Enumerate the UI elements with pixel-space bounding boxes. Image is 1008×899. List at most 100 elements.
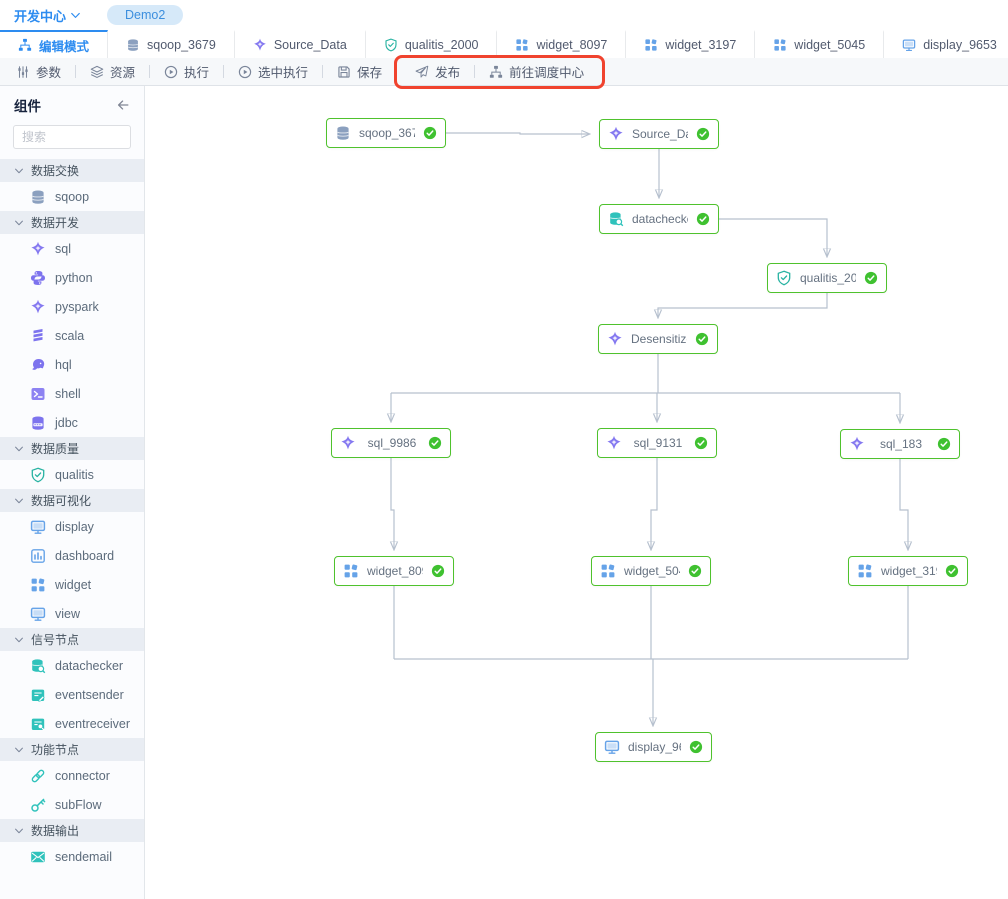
monitor-icon [30,606,46,622]
spark-star-icon [606,435,622,451]
tab-display-9653[interactable]: display_9653 [884,30,1008,58]
success-check-icon [864,271,878,285]
button-label: 发布 [435,66,461,80]
component-item-widget[interactable]: widget [0,570,144,599]
shield-check-icon [30,467,46,483]
node-datachecker[interactable]: datachecker... [599,204,719,234]
node-label: datachecker... [632,212,688,226]
item-label: hql [55,357,72,372]
tab-widget-3197[interactable]: widget_3197 [626,30,756,58]
jdbc-database-icon [30,415,46,431]
save-button[interactable]: 保存 [327,58,392,86]
node-sql-9986[interactable]: sql_9986 [331,428,451,458]
success-check-icon [689,740,703,754]
sliders-icon [16,65,30,79]
node-widget-3197[interactable]: widget_3197 [848,556,968,586]
node-widget-5045[interactable]: widget_5045 [591,556,711,586]
node-widget-8097[interactable]: widget_8097 [334,556,454,586]
project-badge[interactable]: Demo2 [107,5,184,25]
node-source-data[interactable]: Source_Data [599,119,719,149]
component-item-qualitis[interactable]: qualitis [0,460,144,489]
tab-bar: 编辑模式 sqoop_3679 Source_Data qualitis_200… [0,30,1008,58]
component-item-view[interactable]: view [0,599,144,628]
section-function-nodes[interactable]: 功能节点 [0,738,144,761]
component-item-pyspark[interactable]: pyspark [0,292,144,321]
tab-widget-5045[interactable]: widget_5045 [755,30,885,58]
workspace-switcher[interactable]: 开发中心 [14,6,81,25]
item-label: subFlow [55,797,102,812]
success-check-icon [696,127,710,141]
component-item-jdbc[interactable]: jdbc [0,408,144,437]
section-signal-nodes[interactable]: 信号节点 [0,628,144,651]
node-sqoop-3679[interactable]: sqoop_3679 [326,118,446,148]
item-label: connector [55,768,110,783]
chevron-down-icon [14,635,24,645]
toolbar-divider [223,65,225,78]
component-item-eventsender[interactable]: eventsender [0,680,144,709]
success-check-icon [696,212,710,226]
component-item-sqoop[interactable]: sqoop [0,182,144,211]
node-label: sql_183 [879,437,923,451]
component-item-eventreceiver[interactable]: eventreceiver [0,709,144,738]
publish-button[interactable]: 发布 [405,58,470,86]
component-item-python[interactable]: python [0,263,144,292]
spark-star-icon [30,299,46,315]
item-label: shell [55,386,81,401]
tab-sqoop-3679[interactable]: sqoop_3679 [108,30,235,58]
widget-icon [857,563,873,579]
params-button[interactable]: 参数 [6,58,71,86]
component-item-shell[interactable]: shell [0,379,144,408]
section-data-develop[interactable]: 数据开发 [0,211,144,234]
tab-label: display_9653 [923,38,997,52]
node-desensitized[interactable]: Desensitized... [598,324,718,354]
component-item-hql[interactable]: hql [0,350,144,379]
component-item-sql[interactable]: sql [0,234,144,263]
section-data-exchange[interactable]: 数据交换 [0,159,144,182]
toolbar-divider [75,65,77,78]
tab-edit-mode[interactable]: 编辑模式 [0,30,109,58]
tab-widget-8097[interactable]: widget_8097 [497,30,627,58]
database-icon [30,189,46,205]
toolbar: 参数 资源 执行 选中执行 保存 发布 前往调度中心 [0,54,1008,89]
section-label: 数据输出 [31,824,80,838]
button-label: 保存 [357,66,383,80]
node-display-9653[interactable]: display_9653 [595,732,712,762]
resources-button[interactable]: 资源 [80,58,145,86]
run-selected-button[interactable]: 选中执行 [228,58,318,86]
collapse-sidebar-icon[interactable] [116,98,130,112]
tab-label: widget_3197 [665,38,737,52]
component-item-scala[interactable]: scala [0,321,144,350]
component-item-connector[interactable]: connector [0,761,144,790]
component-item-sendemail[interactable]: sendemail [0,842,144,871]
toolbar-divider [474,65,476,78]
spark-star-icon [30,241,46,257]
component-item-datachecker[interactable]: datachecker [0,651,144,680]
node-label: display_9653 [628,740,681,754]
component-item-display[interactable]: display [0,512,144,541]
spark-star-icon [608,126,624,142]
workflow-icon [489,65,503,79]
tab-label: widget_5045 [794,38,866,52]
component-item-subflow[interactable]: subFlow [0,790,144,819]
widget-icon [515,38,529,52]
chevron-down-icon [14,444,24,454]
shell-icon [30,386,46,402]
node-sql-183[interactable]: sql_183 [840,429,960,459]
success-check-icon [695,332,709,346]
section-data-quality[interactable]: 数据质量 [0,437,144,460]
node-label: sql_9986 [367,436,417,450]
run-button[interactable]: 执行 [154,58,219,86]
database-icon [335,125,351,141]
goto-scheduler-button[interactable]: 前往调度中心 [479,58,594,86]
tab-source-data[interactable]: Source_Data [234,30,366,58]
tab-qualitis-2000[interactable]: qualitis_2000 [365,30,498,58]
node-sql-9131[interactable]: sql_9131 [597,428,717,458]
component-item-dashboard[interactable]: dashboard [0,541,144,570]
node-label: Source_Data [632,127,688,141]
node-qualitis-2000[interactable]: qualitis_2000 [767,263,887,293]
workflow-canvas[interactable]: sqoop_3679 Source_Data datachecker... qu… [145,86,1008,899]
spark-star-icon [607,331,623,347]
section-data-output[interactable]: 数据输出 [0,819,144,842]
section-data-viz[interactable]: 数据可视化 [0,489,144,512]
component-search-input[interactable] [13,125,131,149]
